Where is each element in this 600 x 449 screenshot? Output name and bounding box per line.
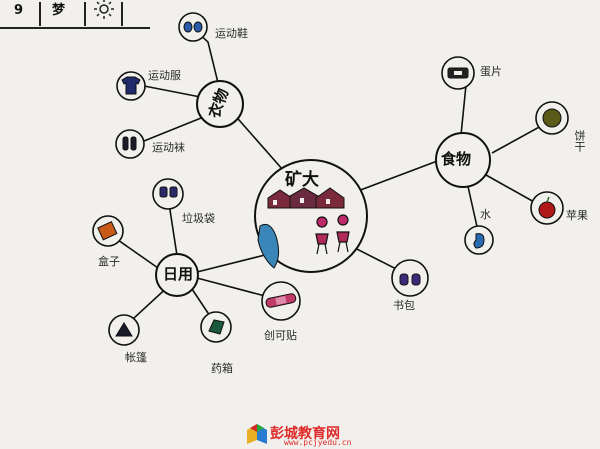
hub-food (435, 132, 491, 188)
corner-frame (0, 2, 150, 29)
label-trash-bag: 垃圾袋 (182, 212, 215, 225)
building-icon (267, 187, 345, 209)
leaf-trash-bag (152, 178, 184, 210)
label-tent: 帐篷 (125, 351, 147, 364)
leaf-bandaid (261, 281, 301, 321)
trash-bag-icon (159, 186, 178, 198)
hub-label-food: 食物 (441, 150, 472, 168)
box-icon (97, 221, 118, 241)
sun-doodle-icon (94, 0, 114, 19)
label-sports-socks: 运动袜 (152, 141, 185, 154)
hub-label-daily: 日用 (163, 265, 194, 283)
shoes-icon (183, 21, 203, 33)
socks-icon (122, 136, 137, 151)
leaf-biscuit (441, 56, 475, 90)
tent-icon (115, 322, 133, 337)
people-icon (315, 214, 350, 255)
leaf-cookie (535, 101, 569, 135)
label-fruit: 苹果 (566, 209, 588, 222)
label-biscuit: 蛋片 (480, 65, 502, 78)
label-sports-clothes: 运动服 (148, 69, 181, 82)
root-label: 矿大 (285, 170, 319, 190)
watermark-url: www.pcjyedu.cn (284, 438, 352, 447)
backpack-icon (399, 273, 421, 286)
apple-icon (538, 201, 556, 219)
leaf-sports-shoes (178, 12, 208, 42)
leaf-sports-socks (115, 129, 145, 159)
leaf-sports-clothes (116, 71, 146, 101)
medicine-box-icon (208, 319, 225, 335)
leaf-water (464, 225, 494, 255)
label-bag: 书包 (393, 299, 415, 312)
label-medicine: 药箱 (211, 362, 233, 375)
hub-clothing (196, 80, 244, 128)
label-box: 盒子 (98, 255, 120, 268)
shirt-icon (121, 76, 141, 95)
watermark: 彭城教育网 (270, 423, 340, 443)
book-logo-icon (247, 424, 267, 444)
leaf-box (92, 215, 124, 247)
label-sports-shoes: 运动鞋 (215, 27, 248, 40)
water-bottle-icon (473, 233, 485, 249)
leaf-tent (108, 314, 140, 346)
root-node (254, 159, 368, 273)
label-bandaid: 创可贴 (264, 329, 297, 342)
leaf-medicine (200, 311, 232, 343)
water-area-icon (257, 223, 280, 269)
leaf-bag (391, 259, 429, 297)
label-cookie: 饼干 (573, 130, 586, 152)
leaf-fruit (530, 191, 564, 225)
corner-number: 9 (14, 3, 24, 18)
cookie-icon (542, 108, 562, 128)
corner-character: 梦 (52, 3, 66, 18)
watermark-title: 彭城教育网 (270, 426, 340, 442)
label-water: 水 (480, 208, 491, 221)
hub-daily (155, 253, 199, 297)
